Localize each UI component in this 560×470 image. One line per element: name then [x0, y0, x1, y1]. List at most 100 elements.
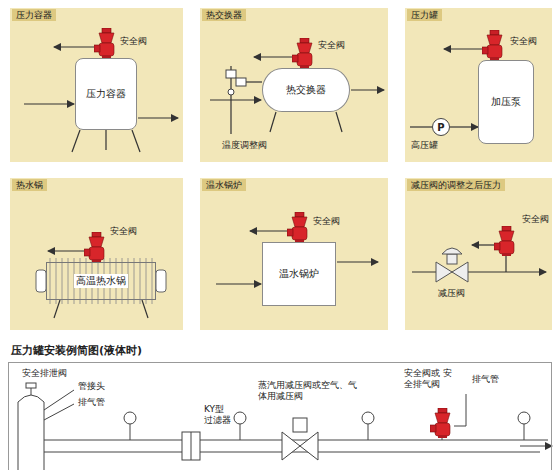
- boiler-caps: [156, 270, 166, 292]
- part-label: 安全阀或 安全排气阀: [404, 368, 454, 390]
- part-label: 管接头: [78, 381, 105, 392]
- temperature-valve: [228, 89, 234, 95]
- install-piping: [130, 424, 131, 440]
- safety-valve: [287, 212, 307, 242]
- panel-title: 热水锅: [12, 179, 47, 191]
- heat-exchanger-box: 热交换器: [262, 68, 350, 112]
- install-piping: [282, 432, 318, 460]
- install-piping: [524, 424, 525, 440]
- panel-title: 热交换器: [202, 9, 246, 21]
- panel-title: 温水锅炉: [202, 179, 246, 191]
- pipe-line: [24, 103, 74, 104]
- install-piping: [368, 424, 369, 440]
- pipe-line: [336, 112, 342, 132]
- part-label: 蒸汽用减压阀或空气、气体用减压阀: [258, 380, 362, 402]
- part-label: 安全阀: [318, 40, 345, 51]
- install-piping: [18, 395, 44, 470]
- boiler-fins: [146, 258, 147, 304]
- panel-ground: [405, 178, 552, 330]
- boiler-caps: [36, 270, 166, 292]
- install-piping: [454, 426, 466, 427]
- install-piping: [518, 412, 530, 424]
- panel-ground: [10, 8, 183, 162]
- boiler-caps: [36, 270, 46, 292]
- panel-title: 压力罐: [407, 9, 442, 21]
- install-piping: [240, 424, 241, 440]
- temperature-valve: [226, 70, 246, 95]
- boiler-fins: [50, 258, 152, 304]
- install-piping: [44, 440, 548, 441]
- panel: 压力罐P加压泵: [405, 8, 552, 162]
- part-label: 高压罐: [411, 140, 438, 151]
- install-piping: [44, 390, 74, 410]
- temperature-valve: [236, 78, 246, 86]
- node-text: 温水锅炉: [279, 268, 319, 280]
- reducing-valve: [452, 262, 468, 282]
- panel: 热水锅高温热水锅: [10, 178, 183, 330]
- boiler-box: 温水锅炉: [262, 242, 336, 306]
- install-piping: [293, 418, 307, 432]
- safety-valve: [482, 30, 502, 60]
- boiler-fins: [56, 258, 57, 304]
- boiler-fins: [152, 258, 153, 304]
- pipe-line: [48, 250, 84, 251]
- install-piping: [466, 394, 467, 426]
- pipe-line: [142, 300, 148, 318]
- pipe-connector: [450, 126, 478, 127]
- part-label: 排气管: [78, 397, 105, 408]
- pipe-line: [505, 256, 506, 272]
- part-label: 安全阀: [110, 226, 137, 237]
- reducing-valve: [436, 248, 468, 282]
- install-piping: [234, 412, 246, 424]
- boiler-fins: [62, 258, 63, 304]
- tank-box: 加压泵: [478, 60, 534, 144]
- node-text: 高温热水锅: [74, 274, 128, 288]
- install-piping: [191, 432, 192, 460]
- pipe-line: [72, 130, 80, 152]
- part-label: 温度调整阀: [222, 140, 267, 151]
- panel-title: 压力容器: [12, 9, 56, 21]
- pipe-line: [105, 130, 106, 150]
- part-label: 安全阀: [313, 216, 340, 227]
- pipe-line: [54, 46, 94, 47]
- install-frame: 压力罐安装例简图(液体时): [8, 362, 552, 470]
- pipe-line: [337, 261, 378, 262]
- reducing-valve: [442, 248, 462, 254]
- pipe-line: [254, 56, 292, 57]
- boiler-fins: [68, 258, 69, 304]
- pipe-line: [444, 48, 482, 49]
- install-piping: [26, 383, 36, 388]
- pipe-line: [351, 89, 384, 90]
- reducing-valve: [436, 262, 452, 282]
- panel: 减压阀的调整之后压力: [405, 178, 552, 330]
- panel-ground: [10, 178, 183, 330]
- pipe-line: [132, 130, 140, 152]
- safety-valve: [430, 408, 450, 438]
- boiler-fins: [134, 258, 135, 304]
- install-piping: [442, 438, 443, 440]
- safety-valve: [84, 28, 514, 438]
- install-piping: [124, 412, 136, 424]
- part-label: 减压阀: [438, 288, 465, 299]
- part-label: 安全排泄阀: [22, 368, 67, 379]
- boiler-fins: [140, 258, 141, 304]
- install-piping: [44, 404, 74, 420]
- install-piping: [520, 446, 552, 447]
- panel-title: 减压阀的调整之后压力: [407, 179, 505, 191]
- safety-valve: [494, 226, 514, 256]
- pipe-line: [24, 47, 546, 318]
- panel: 压力容器压力容器: [10, 8, 183, 162]
- panel-ground: [200, 178, 388, 330]
- node-text: 加压泵: [491, 96, 521, 108]
- boiler-fins: [50, 258, 51, 304]
- install-piping: [362, 412, 374, 424]
- panel: 热交换器热交换器: [200, 8, 388, 162]
- temperature-valve: [226, 70, 236, 78]
- part-label: 安全阀: [522, 214, 549, 225]
- boiler-body: 高温热水锅: [46, 262, 156, 300]
- pipe-line: [250, 230, 287, 231]
- panel-ground: [200, 8, 388, 162]
- safety-valve: [84, 232, 104, 262]
- vessel-box: 压力容器: [75, 58, 137, 130]
